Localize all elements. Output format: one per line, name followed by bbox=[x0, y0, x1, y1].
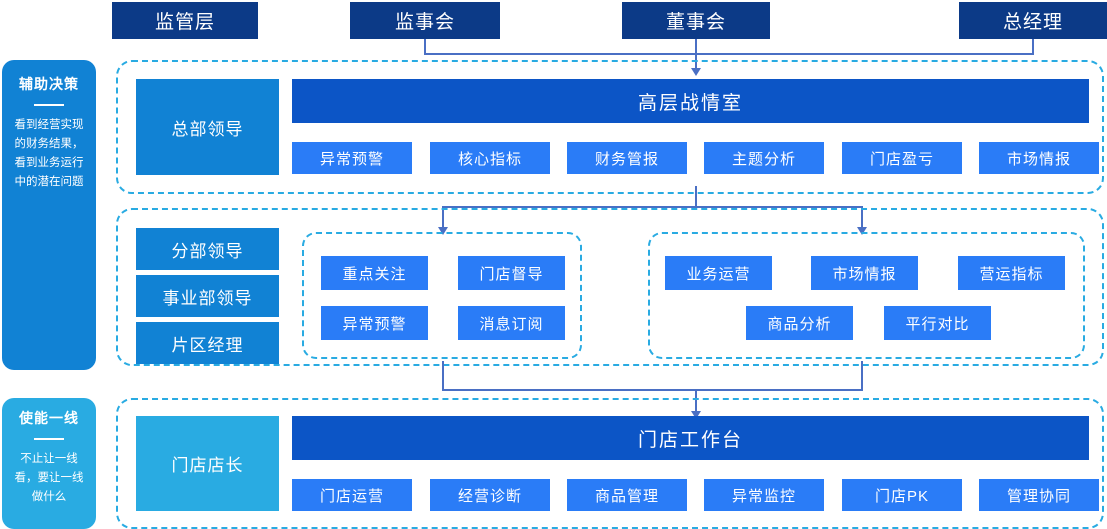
role-area-manager[interactable]: 片区经理 bbox=[136, 322, 279, 364]
subpanel-operations-group bbox=[648, 232, 1085, 359]
arrow-into-operations-group bbox=[857, 227, 867, 235]
connector-store-bus bbox=[442, 389, 863, 391]
role-hq-leadership[interactable]: 总部领导 bbox=[136, 79, 279, 175]
chip-label: 市场情报 bbox=[832, 265, 897, 283]
chip-store-4[interactable]: 门店PK bbox=[842, 479, 962, 511]
chip-label: 营运指标 bbox=[979, 265, 1044, 283]
role-division-leadership[interactable]: 分部领导 bbox=[136, 228, 279, 270]
chip-operations-1[interactable]: 市场情报 bbox=[811, 256, 918, 290]
chip-store-3[interactable]: 异常监控 bbox=[704, 479, 824, 511]
rail-divider bbox=[34, 104, 64, 106]
banner-store-workbench[interactable]: 门店工作台 bbox=[292, 416, 1089, 460]
rail-title: 使能一线 bbox=[19, 410, 79, 426]
chip-label: 门店督导 bbox=[479, 265, 544, 283]
arrow-into-supervision-group bbox=[438, 227, 448, 235]
connector-store-stem bbox=[695, 389, 697, 412]
chip-executive-0[interactable]: 异常预警 bbox=[292, 142, 412, 174]
role-label: 事业部领导 bbox=[162, 288, 253, 308]
rail-divider bbox=[34, 438, 64, 440]
chip-supervision-3[interactable]: 消息订阅 bbox=[458, 306, 565, 340]
chip-label: 平行对比 bbox=[905, 315, 970, 333]
top-box-board-of-directors[interactable]: 董事会 bbox=[622, 2, 770, 39]
top-box-label: 监管层 bbox=[154, 12, 215, 33]
top-box-label: 监事会 bbox=[394, 12, 455, 33]
chip-label: 商品管理 bbox=[594, 487, 659, 505]
connector-operations-down bbox=[861, 361, 863, 391]
chip-label: 重点关注 bbox=[342, 265, 407, 283]
chip-store-5[interactable]: 管理协同 bbox=[979, 479, 1099, 511]
panel-store bbox=[116, 398, 1104, 529]
chip-executive-5[interactable]: 市场情报 bbox=[979, 142, 1099, 174]
chip-store-2[interactable]: 商品管理 bbox=[567, 479, 687, 511]
chip-label: 门店盈亏 bbox=[869, 150, 934, 168]
connector-supervision-down bbox=[442, 361, 444, 391]
connector-board-down bbox=[695, 39, 697, 69]
chip-executive-3[interactable]: 主题分析 bbox=[704, 142, 824, 174]
chip-label: 异常监控 bbox=[731, 487, 796, 505]
chip-operations-3[interactable]: 商品分析 bbox=[746, 306, 853, 340]
rail-description: 看到经营实现的财务结果，看到业务运行中的潜在问题 bbox=[14, 119, 84, 188]
role-label: 门店店长 bbox=[171, 456, 244, 475]
chip-executive-4[interactable]: 门店盈亏 bbox=[842, 142, 962, 174]
panel-middle-management bbox=[116, 208, 1104, 366]
chip-operations-0[interactable]: 业务运营 bbox=[665, 256, 772, 290]
banner-executive-war-room[interactable]: 高层战情室 bbox=[292, 79, 1089, 123]
connector-supervisory-down bbox=[424, 39, 426, 55]
chip-label: 异常预警 bbox=[319, 150, 384, 168]
banner-label: 门店工作台 bbox=[637, 429, 743, 451]
connector-mid-left-drop bbox=[442, 206, 444, 228]
connector-top-bus bbox=[424, 53, 1033, 55]
chip-label: 核心指标 bbox=[457, 150, 522, 168]
connector-gm-down bbox=[1032, 39, 1034, 55]
chip-label: 经营诊断 bbox=[457, 487, 522, 505]
connector-mid-bus bbox=[442, 206, 862, 208]
top-box-regulatory[interactable]: 监管层 bbox=[112, 2, 258, 39]
chip-label: 异常预警 bbox=[342, 315, 407, 333]
top-box-general-manager[interactable]: 总经理 bbox=[959, 2, 1107, 39]
role-label: 分部领导 bbox=[171, 241, 244, 261]
chip-label: 商品分析 bbox=[767, 315, 832, 333]
chip-executive-2[interactable]: 财务管报 bbox=[567, 142, 687, 174]
arrow-into-executive-banner bbox=[691, 68, 701, 76]
chip-label: 财务管报 bbox=[594, 150, 659, 168]
chip-label: 门店PK bbox=[874, 487, 929, 505]
connector-mid-right-drop bbox=[861, 206, 863, 228]
rail-decision-support: 辅助决策 看到经营实现的财务结果，看到业务运行中的潜在问题 bbox=[2, 60, 96, 370]
chip-label: 市场情报 bbox=[1006, 150, 1071, 168]
chip-executive-1[interactable]: 核心指标 bbox=[430, 142, 550, 174]
subpanel-supervision-group bbox=[302, 232, 582, 359]
role-label: 总部领导 bbox=[171, 119, 244, 139]
connector-exec-to-mid-stem bbox=[695, 186, 697, 208]
chip-label: 消息订阅 bbox=[479, 315, 544, 333]
banner-label: 高层战情室 bbox=[637, 92, 743, 114]
chip-supervision-0[interactable]: 重点关注 bbox=[321, 256, 428, 290]
rail-frontline-enablement: 使能一线 不止让一线看，要让一线做什么 bbox=[2, 398, 96, 529]
rail-description: 不止让一线看，要让一线做什么 bbox=[14, 453, 84, 503]
arrow-into-store-banner bbox=[691, 411, 701, 419]
chip-label: 主题分析 bbox=[731, 150, 796, 168]
role-store-manager[interactable]: 门店店长 bbox=[136, 416, 279, 511]
chip-label: 门店运营 bbox=[319, 487, 384, 505]
chip-store-1[interactable]: 经营诊断 bbox=[430, 479, 550, 511]
top-box-supervisory-board[interactable]: 监事会 bbox=[350, 2, 500, 39]
role-business-unit-leadership[interactable]: 事业部领导 bbox=[136, 275, 279, 317]
top-box-label: 董事会 bbox=[665, 12, 726, 33]
chip-label: 业务运营 bbox=[686, 265, 751, 283]
top-box-label: 总经理 bbox=[1002, 12, 1063, 33]
role-label: 片区经理 bbox=[171, 335, 244, 355]
rail-title: 辅助决策 bbox=[19, 76, 79, 92]
chip-operations-2[interactable]: 营运指标 bbox=[958, 256, 1065, 290]
chip-store-0[interactable]: 门店运营 bbox=[292, 479, 412, 511]
chip-supervision-2[interactable]: 异常预警 bbox=[321, 306, 428, 340]
chip-label: 管理协同 bbox=[1006, 487, 1071, 505]
chip-operations-4[interactable]: 平行对比 bbox=[884, 306, 991, 340]
panel-executive bbox=[116, 60, 1104, 194]
chip-supervision-1[interactable]: 门店督导 bbox=[458, 256, 565, 290]
